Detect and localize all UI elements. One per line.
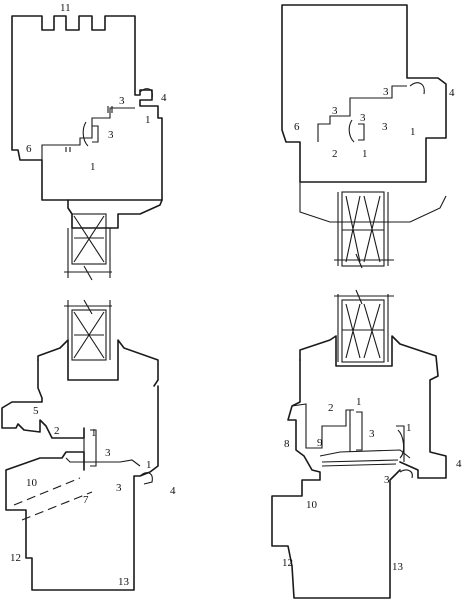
label-10: 10 [26, 477, 38, 489]
label-4: 4 [161, 92, 167, 104]
label-1: 1 [406, 422, 412, 434]
label-5: 5 [33, 405, 39, 417]
top-left-section [11, 15, 163, 281]
label-3: 3 [383, 86, 389, 98]
label-3: 3 [382, 121, 388, 133]
label-6: 6 [294, 121, 300, 133]
label-13: 13 [118, 576, 130, 588]
label-1: 1 [362, 148, 368, 160]
label-1: 1 [90, 161, 96, 173]
bottom-right-section [271, 289, 447, 599]
label-4: 4 [456, 458, 462, 470]
label-2: 2 [328, 402, 334, 414]
label-3: 3 [360, 112, 366, 124]
label-13: 13 [392, 561, 404, 573]
top-right-section [281, 4, 447, 269]
label-9: 9 [317, 437, 323, 449]
label-1: 1 [145, 114, 151, 126]
label-2: 2 [332, 148, 338, 160]
label-3: 3 [384, 474, 390, 486]
label-1: 1 [410, 126, 416, 138]
label-2: 2 [54, 425, 60, 437]
bottom-left-section [1, 299, 159, 591]
label-11: 11 [60, 2, 71, 14]
label-3: 3 [119, 95, 125, 107]
label-12: 12 [282, 557, 293, 569]
label-1: 1 [91, 427, 97, 439]
label-1: 1 [356, 396, 362, 408]
label-3: 3 [105, 447, 111, 459]
label-3: 3 [116, 482, 122, 494]
label-7: 7 [83, 494, 89, 506]
label-3: 3 [369, 428, 375, 440]
label-12: 12 [10, 552, 21, 564]
label-10: 10 [306, 499, 318, 511]
label-3: 3 [108, 129, 114, 141]
label-4: 4 [170, 485, 176, 497]
label-3: 3 [332, 105, 338, 117]
label-4: 4 [449, 87, 455, 99]
label-6: 6 [26, 143, 32, 155]
label-8: 8 [284, 438, 290, 450]
label-1: 1 [146, 459, 152, 471]
